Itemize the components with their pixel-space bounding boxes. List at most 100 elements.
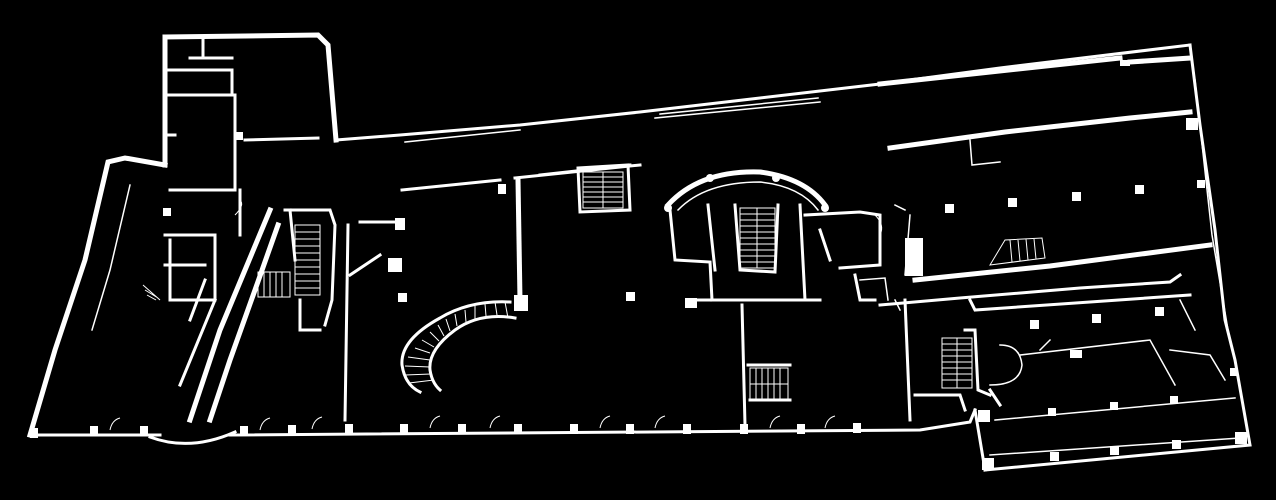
door-swing [824,415,836,429]
door-swing [311,416,323,430]
west-corridor-walls [186,206,282,424]
door-swing [429,415,441,429]
column [1008,198,1017,207]
pier [626,424,634,434]
stairs [142,171,1046,401]
rotunda-column [706,174,714,182]
east-north-stair [989,237,1046,266]
column [1197,180,1205,188]
pier [240,426,248,436]
column [626,292,635,301]
column [1186,118,1198,130]
rotunda-column [664,204,672,212]
column [395,218,405,230]
column [1155,307,1164,316]
walls [26,32,1252,472]
column [1092,314,1101,323]
east-north-band [887,109,1193,151]
pier [853,423,861,433]
south-entrance-arc [148,430,237,445]
south-facade [28,408,977,437]
door-swing [234,199,243,216]
column [1135,185,1144,194]
central-service-core [668,203,822,302]
pier [458,424,466,434]
column [1230,368,1238,376]
east-stair [941,337,1023,389]
column [1048,408,1056,416]
door-swing [109,417,121,431]
column [978,410,990,422]
east-middle-band [912,242,1213,283]
door-swing [599,415,611,429]
column [388,258,402,272]
rotunda-column [772,174,780,182]
door-swing [654,415,666,429]
column [398,293,407,302]
north-facade-windows [404,97,821,143]
pier [30,428,38,438]
central-column-line [515,177,523,303]
column [1110,402,1118,410]
west-facade [26,155,168,439]
east-lower-rooms [1019,298,1227,387]
west-corridor-columns [178,278,217,387]
spiral-stair [400,300,517,394]
north-facade-thick [877,55,1193,87]
central-west-partition [343,220,402,422]
east-north-band-inner [969,139,1001,166]
central-north-stair [582,171,624,209]
rotunda-inner-arc [676,181,820,212]
column [498,184,506,194]
column [1110,446,1119,455]
column [945,204,954,213]
south-central-stair [749,367,789,401]
pier [797,424,805,434]
door-swing [874,214,883,236]
pier [514,424,522,434]
central-core-stair [739,207,776,269]
pier [288,425,296,435]
west-stair-core [283,208,337,332]
column [1172,440,1181,449]
pier [90,426,98,436]
west-rooms [163,136,320,302]
central-core-rooms [803,210,882,302]
column [1072,192,1081,201]
door-swing [489,415,501,429]
pier [140,426,148,436]
north-tower-outline [162,32,339,143]
column [1170,396,1178,404]
pier [570,424,578,434]
column [685,298,697,308]
column [1070,350,1082,358]
tower-inner-rooms [163,35,237,192]
door-swings [109,199,883,431]
column [1120,60,1130,66]
east-partition-west [903,298,967,422]
column [1030,320,1039,329]
east-inner-facade [1194,79,1229,331]
pier [400,424,408,434]
east-stair-enclosure [963,328,1003,408]
pier [683,424,691,434]
connector-walls [859,277,902,312]
columns [163,60,1247,470]
west-small-stair [142,284,161,301]
column [905,238,923,276]
south-central-partition [740,303,792,427]
column [163,208,171,216]
central-north-stair-box [576,163,632,214]
column [982,458,994,470]
west-inner-wall [91,184,131,331]
east-lower-band [878,272,1192,312]
door-swing [769,415,781,429]
facade-piers [30,423,861,438]
column [1235,432,1247,444]
west-stair [257,224,321,298]
door-swing [259,417,271,431]
rotunda-column [821,204,829,212]
pier [345,424,353,434]
column [235,132,243,140]
